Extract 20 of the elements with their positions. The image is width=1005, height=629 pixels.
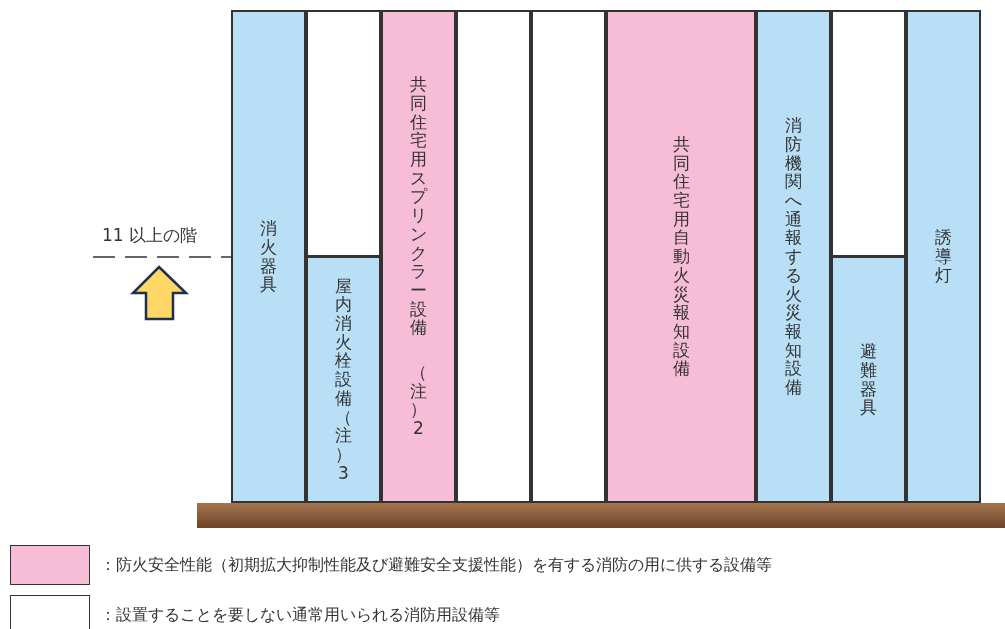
empty-box bbox=[456, 10, 531, 503]
floor-label: 11 以上の階 bbox=[102, 224, 198, 247]
column-label: 共同住宅用自動火災報知設備 bbox=[672, 135, 690, 378]
column-label: 共同住宅用スプリンクラー設備 bbox=[410, 75, 427, 337]
column-label: 避難器具 bbox=[860, 342, 877, 417]
legend-text: ：防火安全性能（初期拡大抑制性能及び避難安全支援性能）を有する消防の用に供する設備等 bbox=[100, 555, 772, 576]
equipment-column bbox=[381, 10, 456, 503]
equipment-column bbox=[756, 10, 831, 503]
column-label: 誘導灯 bbox=[935, 228, 952, 285]
legend-text: ：設置することを要しない通常用いられる消防用設備等 bbox=[100, 605, 500, 626]
equipment-column bbox=[606, 10, 756, 503]
column-label: 消防機関へ通報する火災報知設備 bbox=[785, 116, 802, 397]
column-label: 消火器具 bbox=[260, 219, 277, 294]
equipment-column bbox=[831, 256, 906, 503]
column-label: （注）2 bbox=[410, 362, 427, 438]
equipment-column bbox=[231, 10, 306, 503]
equipment-column bbox=[306, 256, 381, 503]
empty-box bbox=[531, 10, 606, 503]
column-label: 屋内消火栓設備（注）3 bbox=[335, 276, 352, 483]
equipment-column bbox=[906, 10, 981, 503]
